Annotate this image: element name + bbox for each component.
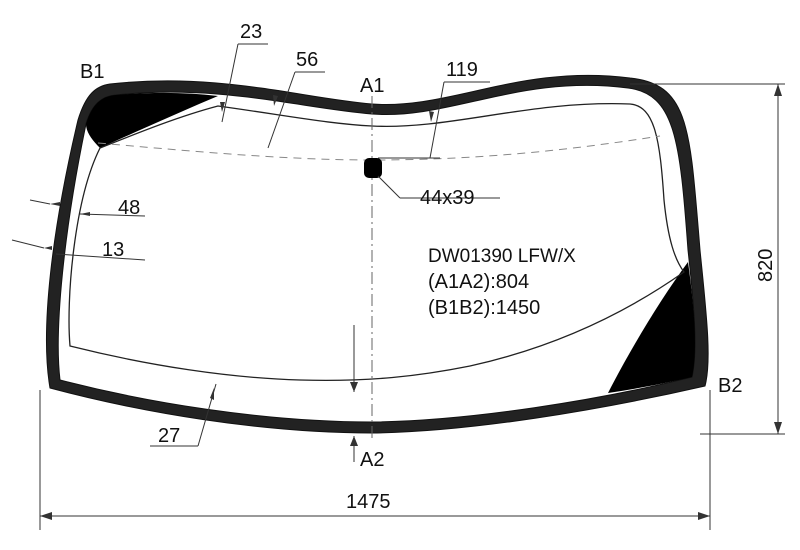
dim-1475-label: 1475 <box>346 491 391 513</box>
point-a2-label: A2 <box>360 449 384 471</box>
point-a1-label: A1 <box>360 75 384 97</box>
point-b1-label: B1 <box>80 61 104 83</box>
print-border-line <box>68 102 685 382</box>
vision-area-dashed-line <box>97 135 661 161</box>
glass-inner-area <box>57 84 696 423</box>
dim-119-label: 119 <box>446 59 478 81</box>
dim-13-label: 13 <box>102 239 124 261</box>
sensor-size-label: 44x39 <box>420 187 475 209</box>
point-b2-label: B2 <box>718 375 742 397</box>
part-code-label: DW01390 LFW/X <box>428 246 576 267</box>
a1a2-measure-label: (A1A2):804 <box>428 271 529 293</box>
ceramic-corner-top-left <box>86 92 218 148</box>
dim-27-label: 27 <box>158 425 180 447</box>
dim-820-label: 820 <box>755 249 777 282</box>
b1b2-measure-label: (B1B2):1450 <box>428 297 540 319</box>
dim-48-label: 48 <box>118 197 140 219</box>
dim-23-label: 23 <box>240 21 262 43</box>
ceramic-corner-bottom-right <box>608 262 695 393</box>
sensor-pad <box>364 158 382 178</box>
dim-56-label: 56 <box>296 49 318 71</box>
